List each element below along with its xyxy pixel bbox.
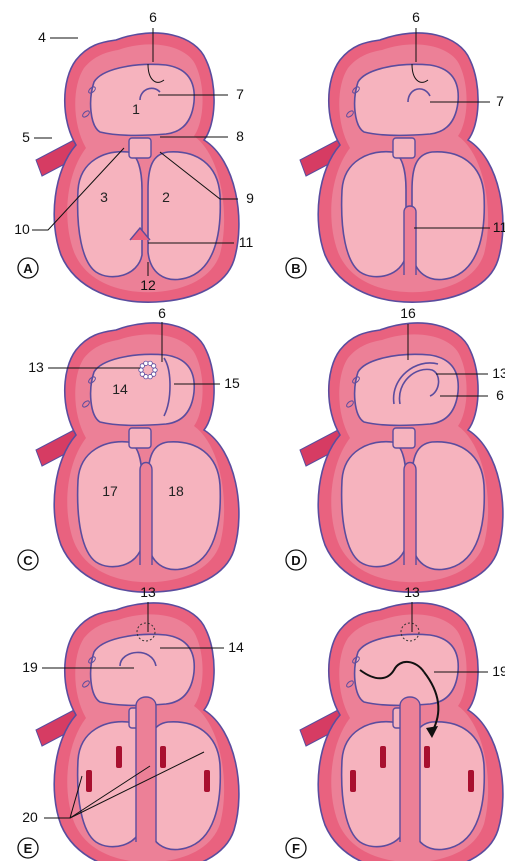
atrium-chamber [355, 64, 459, 135]
panel-badge-c-text: C [23, 553, 33, 568]
interventricular-septum [400, 697, 420, 842]
label-8: 8 [236, 128, 244, 144]
label-inner-18: 18 [168, 483, 184, 499]
atrium-chamber [355, 354, 459, 425]
panel-badge-b-text: B [291, 261, 300, 276]
panel-badge-d-text: D [291, 553, 300, 568]
av-cushion [129, 428, 151, 448]
valve-leaflet [86, 770, 92, 792]
atrium-chamber [91, 634, 195, 705]
label-13: 13 [404, 584, 420, 600]
heart-e [36, 603, 239, 861]
label-6: 6 [496, 387, 504, 403]
left-ventricle-chamber [342, 442, 406, 567]
panel-c: 14 17 18 6 13 15C [18, 305, 240, 592]
interventricular-septum [404, 463, 416, 566]
label-inner-1: 1 [132, 101, 140, 117]
panel-f: 13 19F [286, 584, 505, 861]
label-14: 14 [228, 639, 244, 655]
label-4: 4 [38, 29, 46, 45]
av-cushion [393, 138, 415, 158]
perforation [148, 374, 152, 378]
label-15: 15 [224, 375, 240, 391]
left-ventricle-chamber [342, 152, 406, 277]
label-inner-14: 14 [112, 381, 128, 397]
panel-a: 1 3 2 4 5 6 7 8 9 10 11 12 A [14, 9, 254, 302]
av-cushion [393, 428, 415, 448]
label-inner-3: 3 [100, 189, 108, 205]
heart-c: 14 17 18 [36, 323, 239, 592]
label-20: 20 [22, 809, 38, 825]
interventricular-septum [136, 697, 156, 842]
label-11: 11 [493, 219, 505, 235]
panel-badge-c: C [18, 550, 38, 570]
label-7: 7 [236, 86, 244, 102]
panel-d: 16 13 6D [286, 305, 505, 592]
left-ventricle-chamber [78, 152, 142, 277]
label-13: 13 [28, 359, 44, 375]
perforation [151, 364, 155, 368]
valve-leaflet [160, 746, 166, 768]
panel-badge-e-text: E [24, 841, 33, 856]
perforation [144, 361, 148, 365]
label-inner-2: 2 [162, 189, 170, 205]
heart-b [300, 33, 503, 302]
label-6: 6 [149, 9, 157, 25]
heart-a: 1 3 2 [36, 33, 239, 302]
panel-badge-e: E [18, 838, 38, 858]
label-7: 7 [496, 93, 504, 109]
panel-badge-d: D [286, 550, 306, 570]
label-inner-17: 17 [102, 483, 118, 499]
label-16: 16 [400, 305, 416, 321]
panel-e: 13 14 19 20E [18, 584, 244, 861]
panel-badge-b: B [286, 258, 306, 278]
valve-leaflet [424, 746, 430, 768]
valve-leaflet [116, 746, 122, 768]
left-ventricle-chamber [78, 442, 142, 567]
panel-badge-a-text: A [23, 261, 33, 276]
valve-leaflet [468, 770, 474, 792]
label-6: 6 [158, 305, 166, 321]
panel-badge-f: F [286, 838, 306, 858]
label-11: 11 [239, 234, 254, 250]
label-5: 5 [22, 129, 30, 145]
panel-badge-f-text: F [292, 841, 300, 856]
heart-d [300, 323, 503, 592]
panel-badge-a: A [18, 258, 38, 278]
av-cushion [129, 138, 151, 158]
label-10: 10 [14, 221, 30, 237]
label-19: 19 [492, 663, 505, 679]
label-12: 12 [140, 277, 156, 293]
valve-leaflet [380, 746, 386, 768]
label-9: 9 [246, 190, 254, 206]
label-13: 13 [492, 365, 505, 381]
valve-leaflet [350, 770, 356, 792]
interventricular-septum [404, 206, 416, 275]
label-19: 19 [22, 659, 38, 675]
label-13: 13 [140, 584, 156, 600]
atrium-chamber [355, 634, 459, 705]
right-ventricle-chamber [412, 442, 484, 570]
label-6: 6 [412, 9, 420, 25]
panel-b: 6 7 11B [286, 9, 505, 302]
right-ventricle-chamber [148, 442, 220, 570]
heart-f [300, 603, 503, 861]
atrium-chamber [91, 64, 195, 135]
right-ventricle-chamber [412, 152, 484, 280]
valve-leaflet [204, 770, 210, 792]
interventricular-septum [140, 463, 152, 566]
